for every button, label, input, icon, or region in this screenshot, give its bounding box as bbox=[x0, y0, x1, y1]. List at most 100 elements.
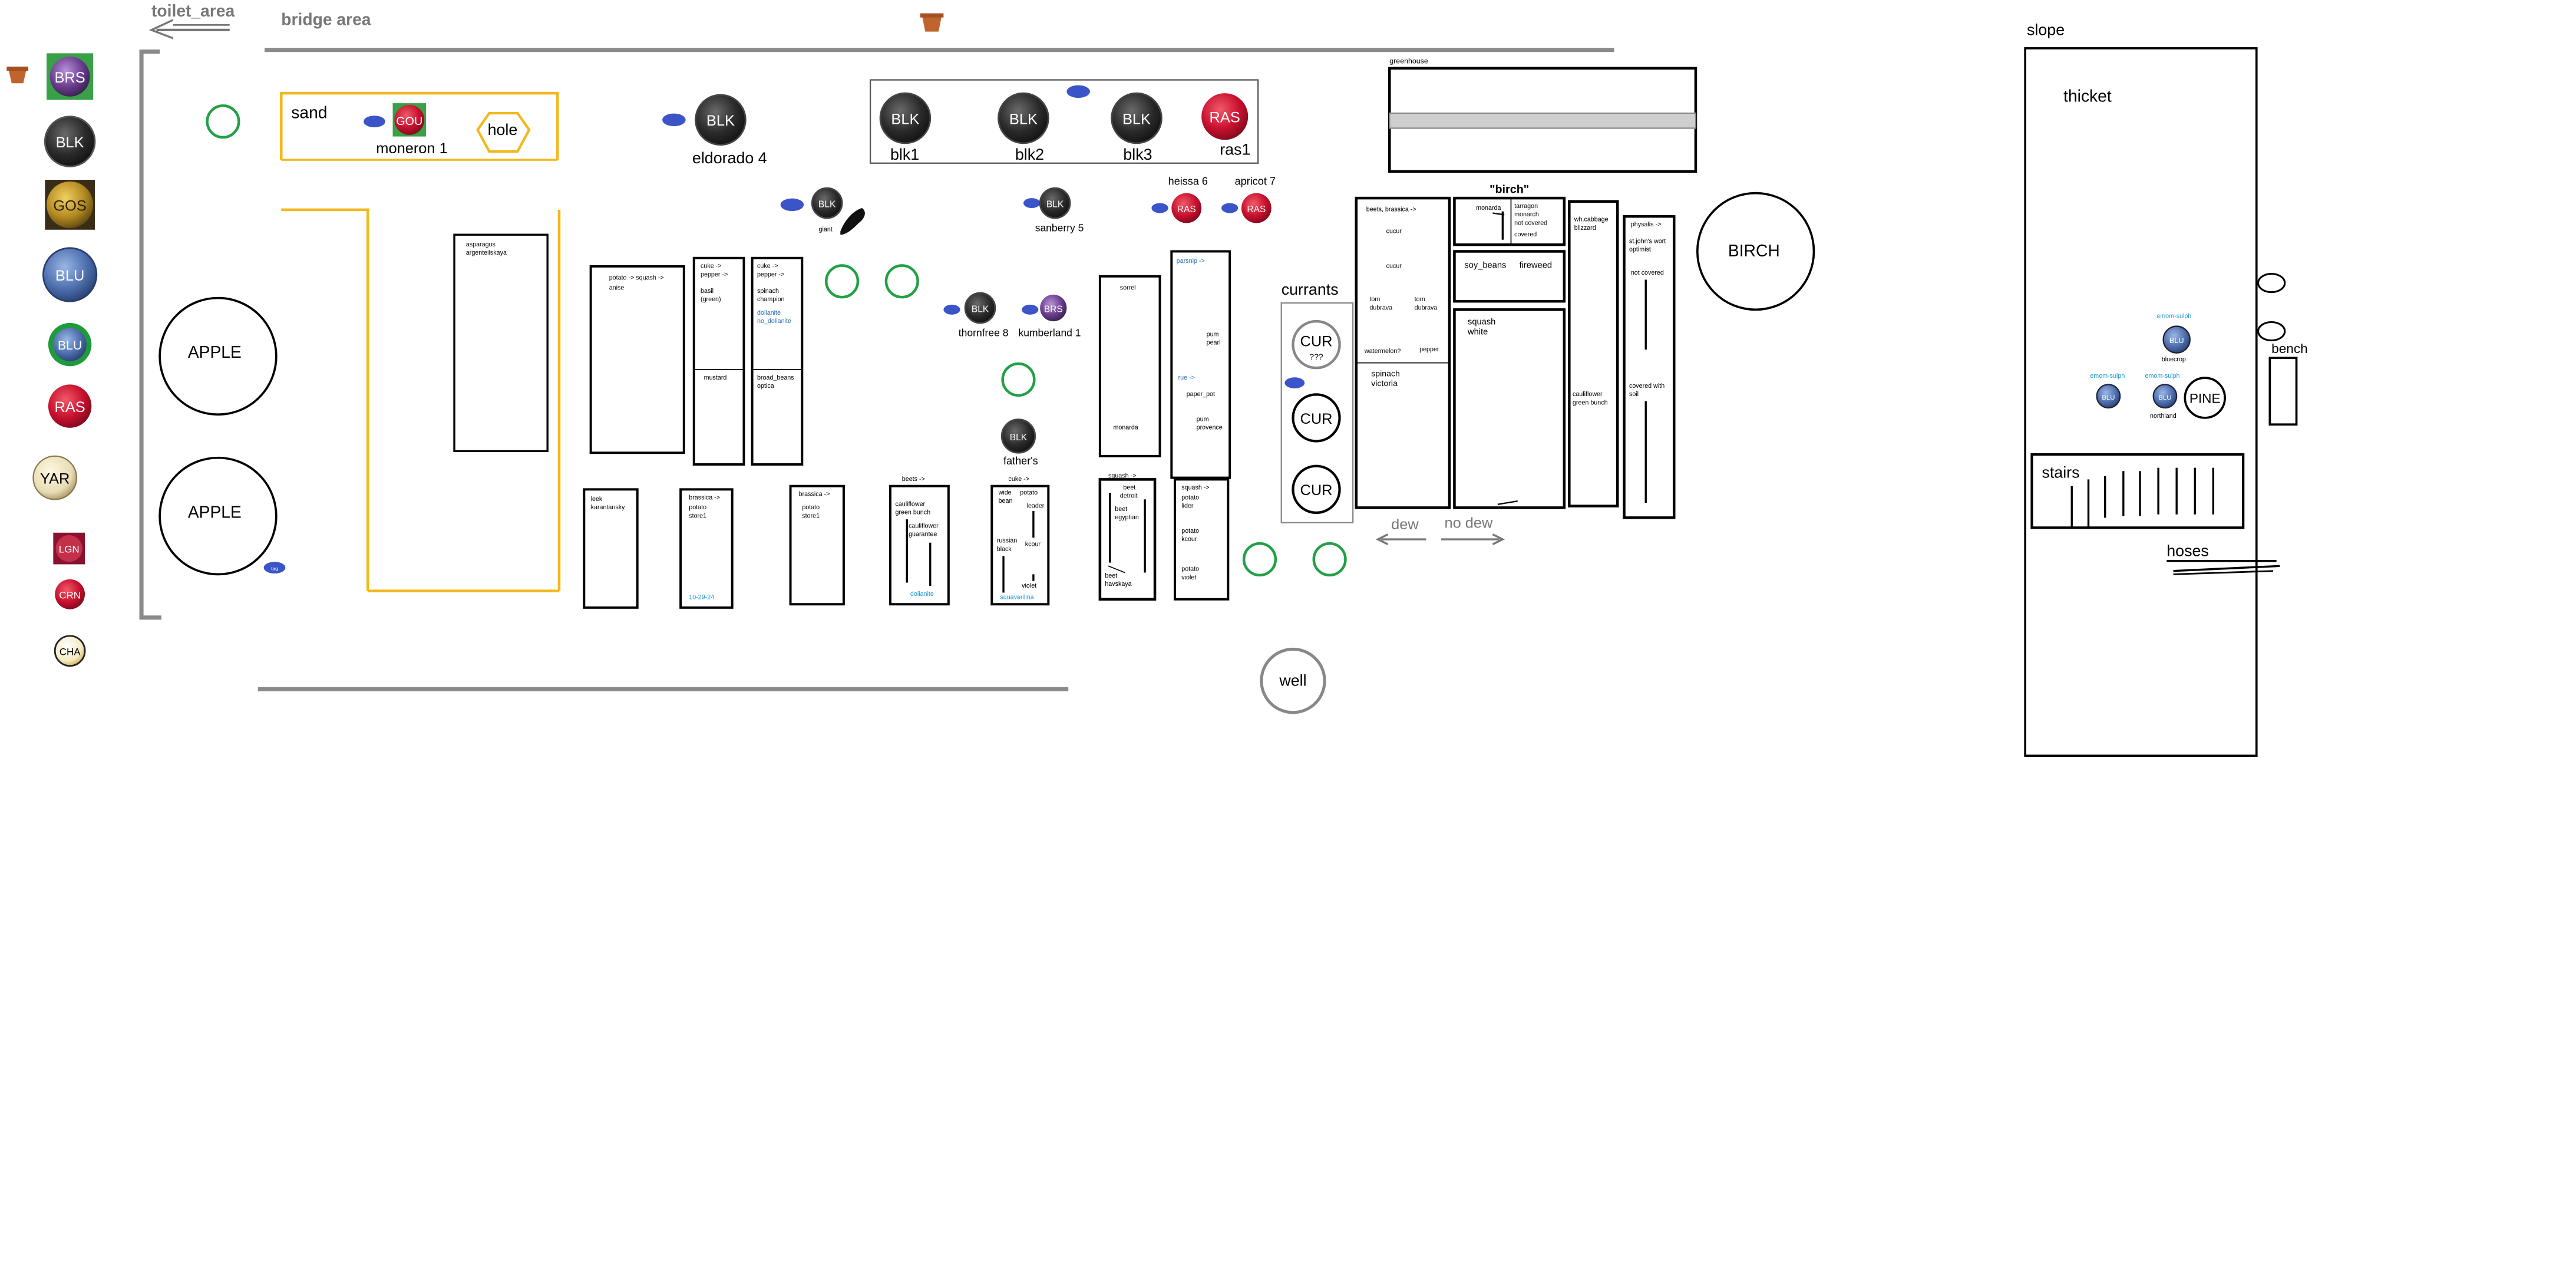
bush-blk3: BLK blk3 bbox=[1112, 93, 1162, 163]
svg-text:guarantee: guarantee bbox=[909, 530, 937, 538]
shoe-icon bbox=[840, 208, 865, 235]
svg-text:thornfree 8: thornfree 8 bbox=[959, 327, 1009, 339]
svg-text:hole: hole bbox=[488, 121, 518, 139]
svg-text:argenteilskaya: argenteilskaya bbox=[466, 249, 507, 256]
svg-text:???: ??? bbox=[1309, 352, 1323, 361]
svg-text:BLK: BLK bbox=[891, 111, 919, 127]
svg-text:giant: giant bbox=[819, 226, 833, 233]
svg-text:beets ->: beets -> bbox=[902, 476, 925, 483]
bush-fathers: BLK father's bbox=[1002, 420, 1038, 467]
empty-spot-circle bbox=[207, 106, 239, 137]
svg-text:dolianite: dolianite bbox=[757, 309, 781, 317]
bush-sanberry: BLK sanberry 5 bbox=[1023, 188, 1084, 233]
svg-text:dubrava: dubrava bbox=[1415, 304, 1438, 311]
bench bbox=[2270, 358, 2296, 424]
toilet-area-label: toilet_area bbox=[151, 1, 235, 20]
svg-text:tarragon: tarragon bbox=[1514, 203, 1538, 210]
apple-tree-1: APPLE bbox=[160, 298, 276, 415]
svg-text:currants: currants bbox=[1282, 281, 1339, 298]
svg-text:pearl: pearl bbox=[1207, 339, 1221, 347]
svg-text:potato -> squash ->: potato -> squash -> bbox=[609, 274, 664, 281]
svg-text:CUR: CUR bbox=[1300, 333, 1332, 350]
legend-gos: GOS bbox=[45, 180, 95, 230]
svg-text:beets, brassica ->: beets, brassica -> bbox=[1366, 206, 1416, 213]
svg-text:optimist: optimist bbox=[1629, 246, 1651, 253]
legend-cha: CHA bbox=[55, 636, 85, 666]
oval-marker bbox=[2258, 274, 2285, 292]
svg-text:moneron 1: moneron 1 bbox=[376, 140, 447, 157]
svg-text:YAR: YAR bbox=[40, 470, 70, 487]
svg-text:blizzard: blizzard bbox=[1574, 225, 1596, 232]
svg-text:not covered: not covered bbox=[1631, 269, 1664, 276]
svg-text:paper_pot: paper_pot bbox=[1187, 391, 1215, 398]
svg-text:leek: leek bbox=[591, 496, 603, 503]
bush-apricot: RAS apricot 7 bbox=[1221, 175, 1276, 223]
svg-text:egyptian: egyptian bbox=[1115, 514, 1139, 521]
bed-wh-cabbage: wh.cabbage blizzard cauliflower green bu… bbox=[1569, 202, 1617, 506]
svg-text:anise: anise bbox=[609, 284, 625, 291]
bridge-area-label: bridge area bbox=[281, 9, 371, 28]
svg-text:BLU: BLU bbox=[2102, 394, 2115, 401]
stairs: stairs bbox=[2032, 454, 2243, 528]
legend-brs: BRS bbox=[47, 53, 93, 100]
svg-text:potato: potato bbox=[689, 504, 706, 511]
svg-text:sand: sand bbox=[291, 103, 327, 122]
svg-text:basil: basil bbox=[701, 288, 714, 295]
svg-text:cuke ->: cuke -> bbox=[1009, 476, 1029, 483]
svg-text:detroit: detroit bbox=[1120, 492, 1138, 499]
bush-giant: BLK giant bbox=[781, 188, 842, 233]
svg-text:father's: father's bbox=[1003, 455, 1038, 467]
svg-text:pepper ->: pepper -> bbox=[757, 271, 784, 278]
svg-text:pepper: pepper bbox=[1419, 346, 1439, 353]
slope-label: slope bbox=[2027, 21, 2065, 38]
svg-text:BRS: BRS bbox=[54, 70, 85, 86]
svg-text:pum: pum bbox=[1207, 331, 1219, 338]
svg-text:no_dolianite: no_dolianite bbox=[757, 318, 791, 325]
svg-text:cuke ->: cuke -> bbox=[757, 263, 778, 270]
svg-text:eldorado 4: eldorado 4 bbox=[692, 149, 767, 167]
svg-text:dew: dew bbox=[1391, 516, 1419, 533]
legend-ras: RAS bbox=[48, 384, 91, 427]
svg-text:monarch: monarch bbox=[1514, 211, 1539, 218]
svg-text:tag: tag bbox=[271, 565, 278, 571]
svg-text:covered: covered bbox=[1514, 231, 1537, 238]
svg-text:blk2: blk2 bbox=[1015, 146, 1044, 163]
svg-text:store1: store1 bbox=[689, 512, 706, 519]
bed-brassica-1: brassica -> potato store1 10-29-24 bbox=[681, 489, 732, 608]
svg-text:APPLE: APPLE bbox=[188, 342, 242, 361]
legend-yar: YAR bbox=[33, 456, 76, 499]
svg-text:bean: bean bbox=[999, 497, 1013, 505]
svg-text:violet: violet bbox=[1022, 582, 1036, 589]
svg-text:RAS: RAS bbox=[54, 399, 85, 416]
svg-text:blk1: blk1 bbox=[890, 146, 919, 163]
bush-blu-left: emom-sulph BLU bbox=[2090, 373, 2125, 408]
birch-block: "birch" monarda tarragon monarch not cov… bbox=[1454, 183, 1564, 508]
dew-indicator: dew no dew bbox=[1378, 515, 1503, 544]
bed-brassica-2: brassica -> potato store1 bbox=[791, 486, 844, 605]
bush-kumberland: BRS kumberland 1 bbox=[1018, 295, 1081, 339]
svg-text:mustard: mustard bbox=[704, 374, 727, 381]
hoses: hoses bbox=[2167, 542, 2280, 574]
bush-ras1: RAS ras1 bbox=[1201, 93, 1250, 158]
svg-text:BRS: BRS bbox=[1044, 305, 1063, 315]
svg-text:BIRCH: BIRCH bbox=[1728, 241, 1780, 260]
bed-asparagus: asparagus argenteilskaya bbox=[454, 235, 547, 451]
slope-area: thicket emom-sulph BLU bluecrop emom-sul… bbox=[2025, 48, 2280, 756]
svg-text:cuke ->: cuke -> bbox=[701, 263, 721, 270]
svg-text:bluecrop: bluecrop bbox=[2162, 356, 2186, 363]
svg-text:BLU: BLU bbox=[2169, 337, 2184, 345]
svg-text:stairs: stairs bbox=[2042, 464, 2079, 482]
svg-text:potato: potato bbox=[1020, 489, 1038, 496]
svg-text:CUR: CUR bbox=[1300, 411, 1332, 427]
bed-potato-squash: potato -> squash -> anise bbox=[591, 266, 684, 453]
birch-tree: BIRCH bbox=[1697, 193, 1814, 310]
svg-text:greenhouse: greenhouse bbox=[1389, 57, 1428, 65]
svg-text:dolianite: dolianite bbox=[910, 591, 934, 598]
svg-text:BLK: BLK bbox=[706, 113, 735, 129]
svg-text:"birch": "birch" bbox=[1490, 183, 1529, 196]
svg-text:(green): (green) bbox=[701, 296, 721, 303]
svg-text:kcour: kcour bbox=[1025, 540, 1041, 548]
legend-crn: CRN bbox=[55, 579, 85, 609]
pine-tree: PINE bbox=[2185, 378, 2225, 418]
